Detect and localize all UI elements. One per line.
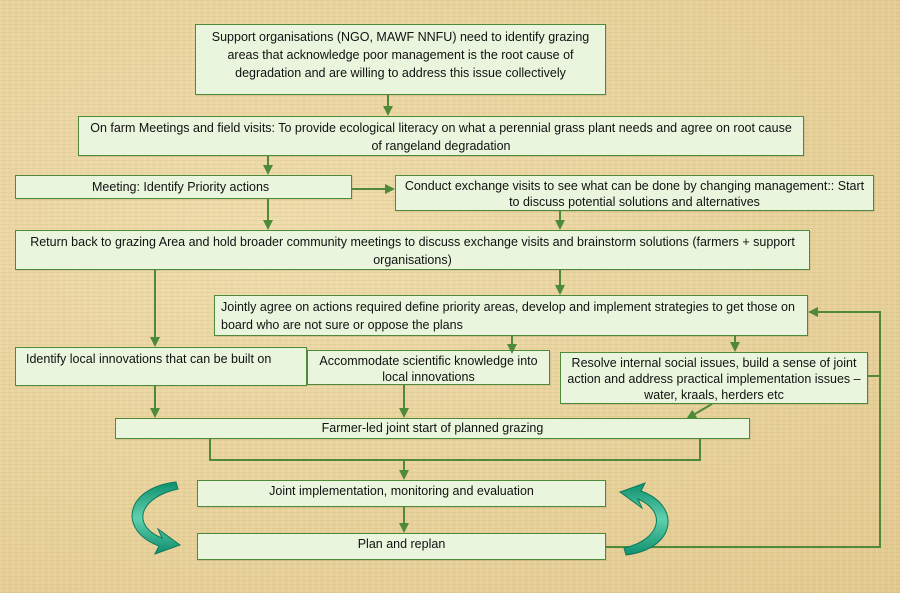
arrow-b10-b11 — [209, 439, 701, 461]
arrow-b9-b10 — [686, 403, 713, 420]
box-support-organisations: Support organisations (NGO, MAWF NNFU) n… — [195, 24, 606, 95]
box-scientific-knowledge: Accommodate scientific knowledge into lo… — [307, 350, 550, 385]
box-identify-priority-actions: Meeting: Identify Priority actions — [15, 175, 352, 199]
box-plan-and-replan: Plan and replan — [197, 533, 606, 560]
box-jointly-agree-actions: Jointly agree on actions required define… — [214, 295, 808, 336]
box-joint-implementation: Joint implementation, monitoring and eva… — [197, 480, 606, 507]
box-return-to-grazing-area: Return back to grazing Area and hold bro… — [15, 230, 810, 270]
box-exchange-visits: Conduct exchange visits to see what can … — [395, 175, 874, 211]
cycle-arrow-right — [618, 482, 669, 556]
box-farm-meetings: On farm Meetings and field visits: To pr… — [78, 116, 804, 156]
box-local-innovations: Identify local innovations that can be b… — [15, 347, 307, 386]
box-identify-priority-actions-text: Meeting: Identify Priority actions — [92, 180, 270, 194]
box-social-issues: Resolve internal social issues, build a … — [560, 352, 868, 404]
box-planned-grazing: Farmer-led joint start of planned grazin… — [115, 418, 750, 439]
cycle-arrow-left — [131, 481, 182, 555]
